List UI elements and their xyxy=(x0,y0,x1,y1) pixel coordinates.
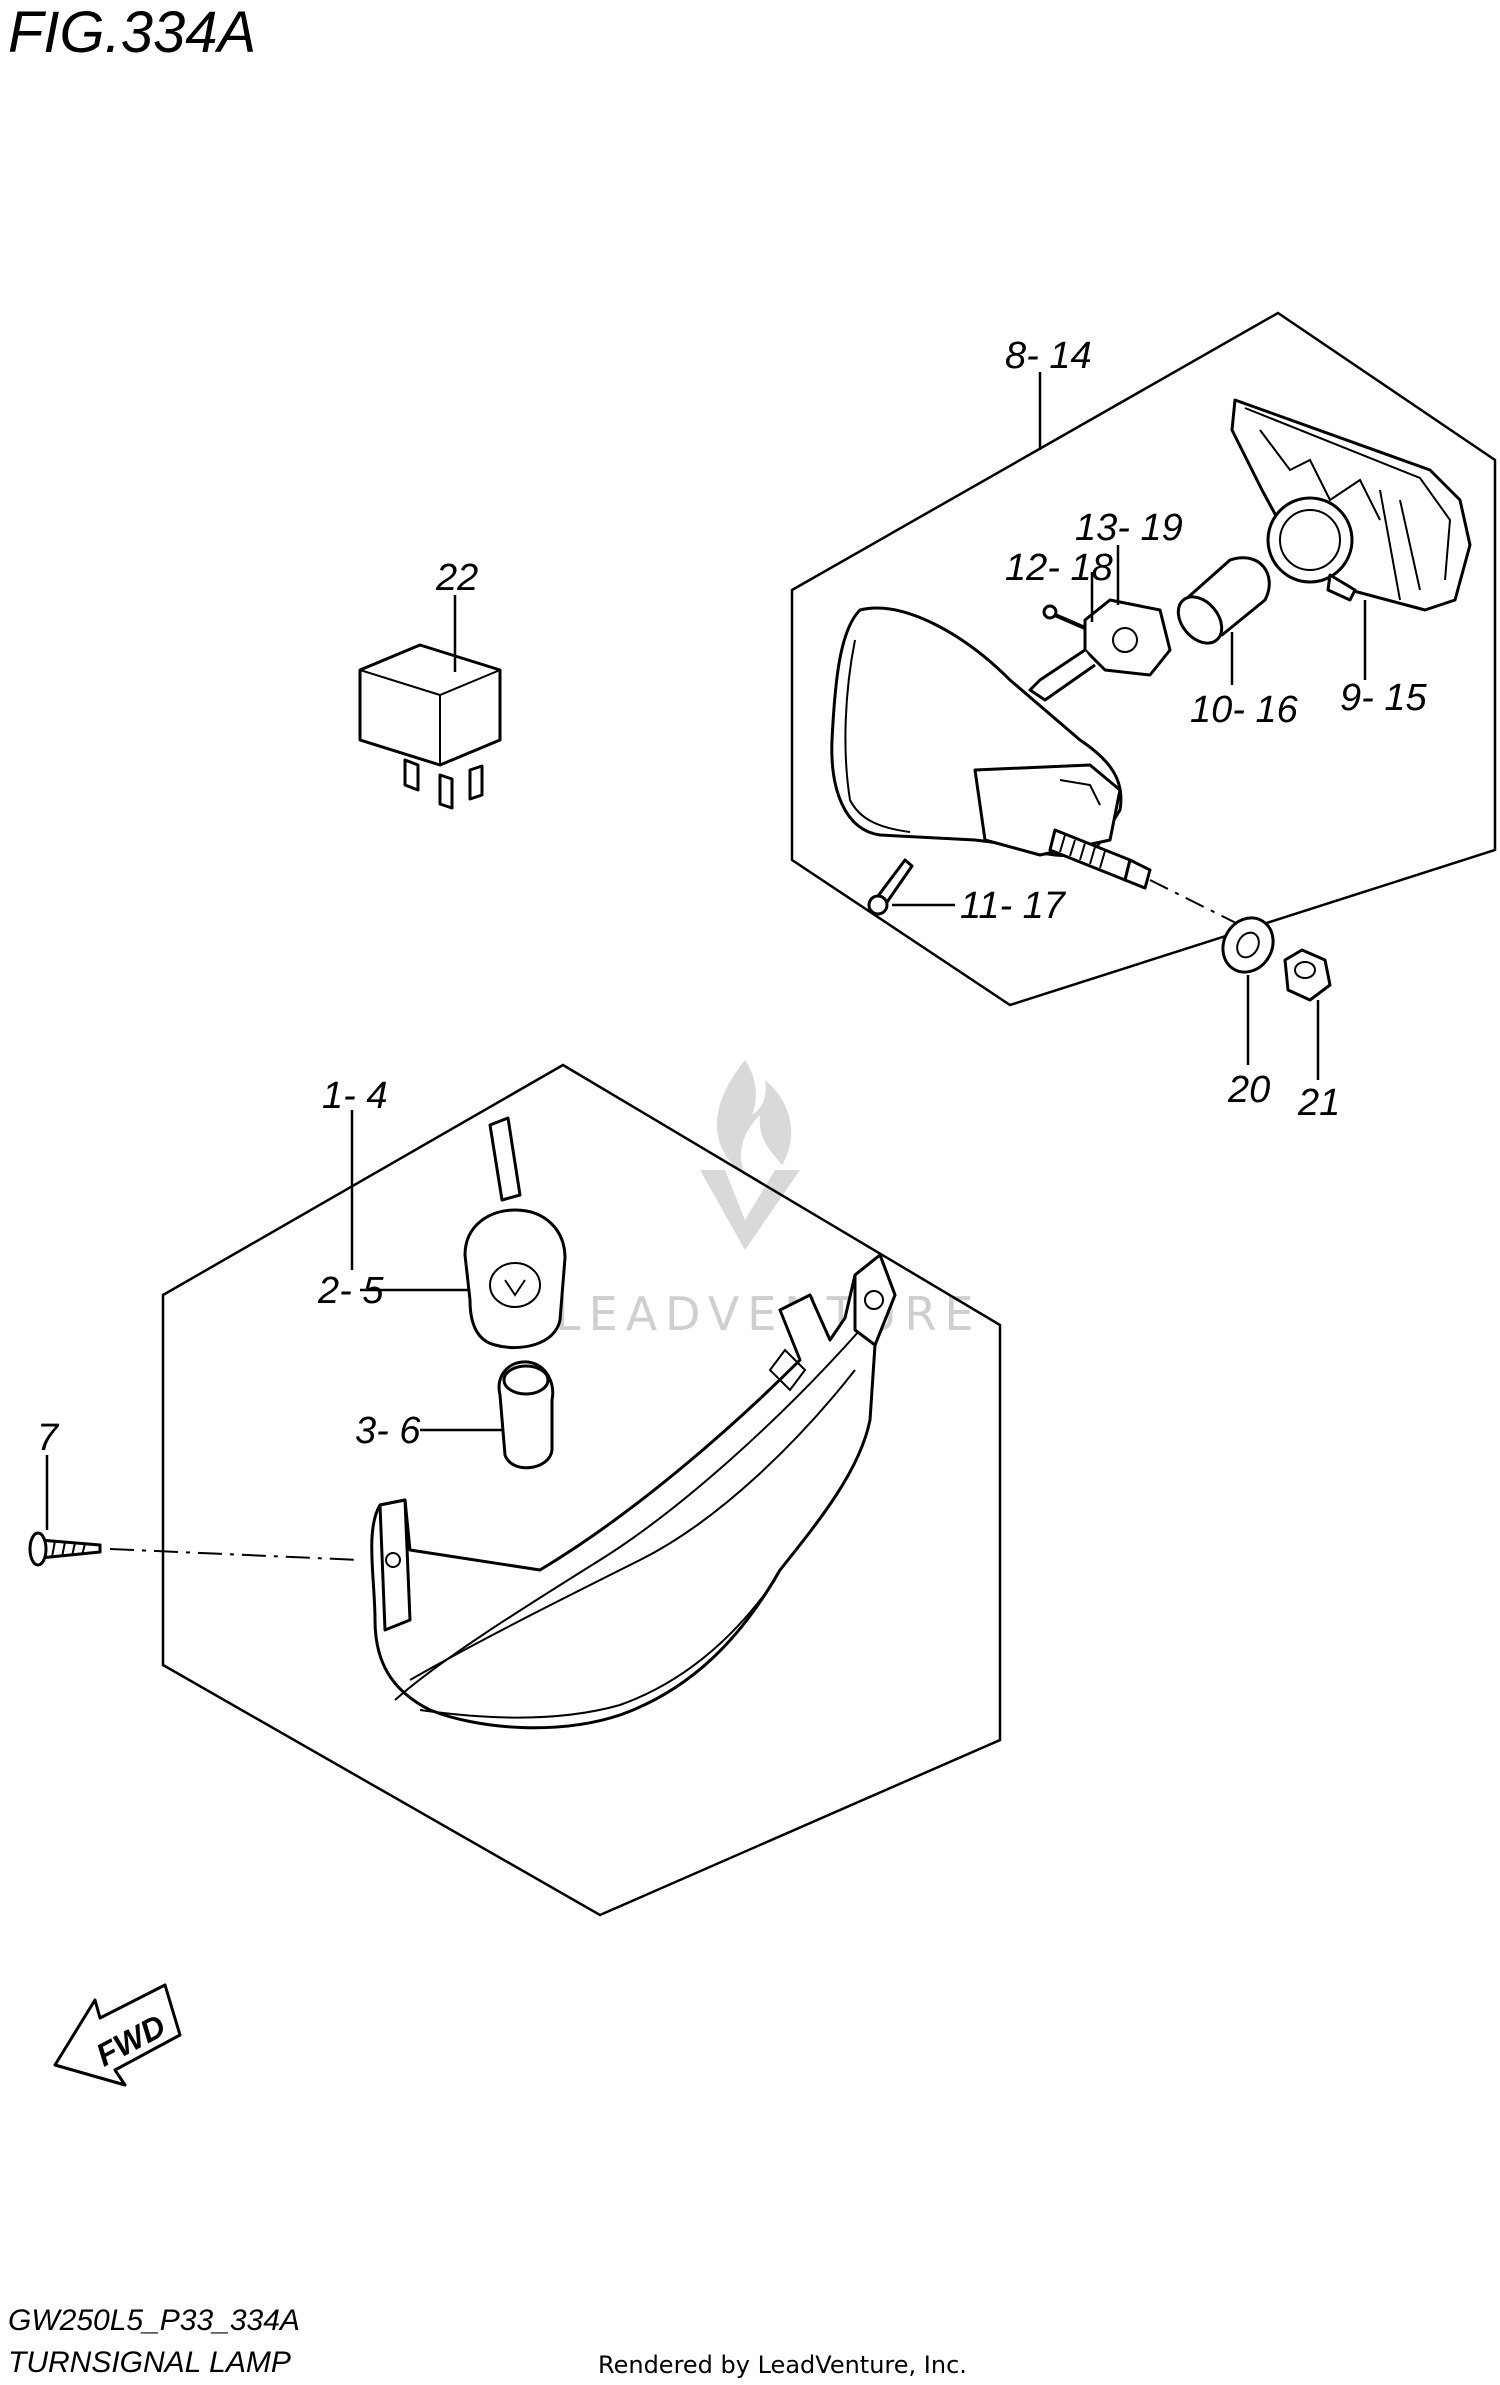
callout-22: 22 xyxy=(435,557,478,599)
bulb-10-16 xyxy=(1176,556,1271,645)
socket-13-19 xyxy=(1028,598,1172,702)
model-code: GW250L5_P33_334A xyxy=(8,2304,300,2337)
callout-1-4: 1- 4 xyxy=(322,1075,387,1117)
figure-title: FIG.334A xyxy=(8,0,256,65)
screw-11-17 xyxy=(867,858,914,916)
callout-2-5: 2- 5 xyxy=(317,1270,384,1312)
centerline-screw-7 xyxy=(109,1548,361,1561)
callout-11-17: 11- 17 xyxy=(960,885,1067,927)
turnsignal-housing xyxy=(830,606,1152,890)
callout-20: 20 xyxy=(1227,1069,1270,1111)
screw-12-18 xyxy=(1042,604,1086,630)
callout-3-6: 3- 6 xyxy=(355,1410,421,1452)
bulb-3-6 xyxy=(497,1360,555,1470)
lens-cover-9-15 xyxy=(1230,398,1472,612)
upper-assembly-boundary xyxy=(790,311,1497,1007)
render-credit: Rendered by LeadVenture, Inc. xyxy=(598,2351,967,2379)
callout-10-16: 10- 16 xyxy=(1190,689,1299,731)
callout-13-19: 13- 19 xyxy=(1075,507,1183,549)
nut-21 xyxy=(1283,948,1332,1002)
screw-7 xyxy=(28,1531,102,1567)
callout-9-15: 9- 15 xyxy=(1340,677,1427,719)
forward-direction-arrow: FWD xyxy=(53,1983,182,2087)
callout-7: 7 xyxy=(37,1417,60,1459)
lower-assembly-boundary xyxy=(161,1063,1002,1917)
centerline-stem xyxy=(1149,879,1241,926)
watermark-text: LEADVENTURE xyxy=(555,1287,982,1341)
socket-2-5 xyxy=(463,1116,567,1349)
front-turnsignal-lens xyxy=(370,1253,897,1730)
washer-20 xyxy=(1221,916,1275,974)
relay-22 xyxy=(358,643,502,810)
figure-name: TURNSIGNAL LAMP xyxy=(8,2346,291,2379)
callout-8-14: 8- 14 xyxy=(1005,335,1092,377)
watermark: LEADVENTURE xyxy=(555,1060,982,1341)
callout-12-18: 12- 18 xyxy=(1005,547,1113,589)
callout-21: 21 xyxy=(1297,1082,1340,1124)
